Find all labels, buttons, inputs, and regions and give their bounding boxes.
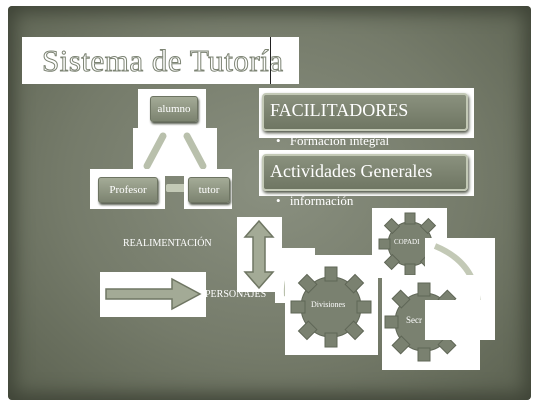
bullet-glyph: • <box>276 133 281 148</box>
alumno-node-frame: alumno <box>138 89 206 129</box>
right-arrow-frame <box>100 272 206 317</box>
bullet-glyph: • <box>276 193 281 208</box>
tutor-node-frame: tutor <box>184 169 232 209</box>
right-arrow-icon <box>105 277 202 311</box>
gear-icon <box>290 266 372 348</box>
divisiones-frame: Divisiones <box>285 255 378 355</box>
facilitadores-bullet-text: Formación integral <box>289 133 390 148</box>
alumno-node: alumno <box>150 96 198 122</box>
diagonal-arrows <box>143 132 207 170</box>
divisiones-label: Divisiones <box>311 300 346 309</box>
slide-title: Sistema de Tutoría <box>42 43 284 79</box>
profesor-node: Profesor <box>98 177 158 203</box>
facilitadores-box: FACILITADORES <box>262 93 468 131</box>
connector-frame <box>133 128 217 176</box>
double-arrow-icon <box>243 219 275 290</box>
horizontal-connector <box>166 184 188 192</box>
actividades-box: Actividades Generales <box>262 154 468 191</box>
facilitadores-bullet: • Formación integral <box>276 133 389 149</box>
copadi-label: COPADI <box>394 238 420 246</box>
personajes-label: PERSONAJES <box>205 289 267 300</box>
secretaria-label: Secr <box>406 315 422 325</box>
text-cursor <box>270 37 271 84</box>
realimentacion-label: REALIMENTACIÓN <box>123 238 212 249</box>
facilitadores-frame: FACILITADORES <box>259 88 474 138</box>
profesor-node-frame: Profesor <box>90 169 165 209</box>
overlay-mask <box>425 300 495 340</box>
tutor-node: tutor <box>188 177 230 203</box>
actividades-bullet: • información <box>276 193 353 209</box>
vertical-arrow-frame <box>237 217 282 292</box>
slide-title-box: Sistema de Tutoría <box>22 37 299 84</box>
actividades-frame: Actividades Generales <box>259 150 474 196</box>
actividades-bullet-text: información <box>289 193 354 208</box>
